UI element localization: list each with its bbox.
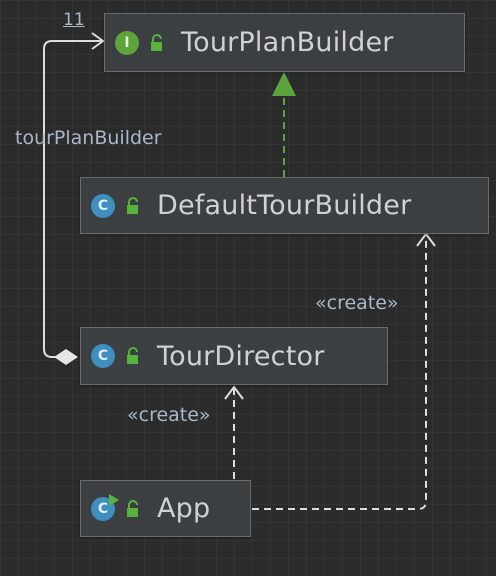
aggregation-line <box>43 40 103 358</box>
node-title: TourDirector <box>157 340 325 372</box>
create-tour-director-arrowhead <box>224 385 244 400</box>
node-tour-plan-builder[interactable]: I TourPlanBuilder <box>104 13 465 72</box>
runnable-class-icon: C <box>91 493 119 521</box>
public-visibility-lock-icon <box>127 499 138 517</box>
aggregation-arrowhead <box>91 32 105 50</box>
run-badge-icon <box>109 493 119 506</box>
public-visibility-lock-icon <box>151 33 162 51</box>
interface-icon: I <box>115 30 139 55</box>
association-role-label: tourPlanBuilder <box>15 127 162 149</box>
association-multiplicity: 11 <box>63 10 85 30</box>
node-app[interactable]: C App <box>80 480 251 537</box>
create-default-tour-builder-arrowhead <box>416 232 436 247</box>
node-title: DefaultTourBuilder <box>157 190 412 221</box>
create-default-tour-builder-line <box>252 236 427 510</box>
class-icon: C <box>91 344 115 368</box>
create-label-tour-director: «create» <box>127 404 211 426</box>
realization-arrowhead <box>272 72 296 96</box>
class-icon: C <box>91 193 115 218</box>
node-default-tour-builder[interactable]: C DefaultTourBuilder <box>80 177 489 234</box>
node-tour-director[interactable]: C TourDirector <box>80 327 388 385</box>
node-title: App <box>157 493 211 524</box>
node-title: TourPlanBuilder <box>181 27 394 58</box>
aggregation-diamond <box>54 349 78 365</box>
public-visibility-lock-icon <box>127 196 138 214</box>
public-visibility-lock-icon <box>127 347 138 364</box>
class-kind-letter: C <box>97 500 109 517</box>
create-label-default-tour-builder: «create» <box>315 292 399 314</box>
